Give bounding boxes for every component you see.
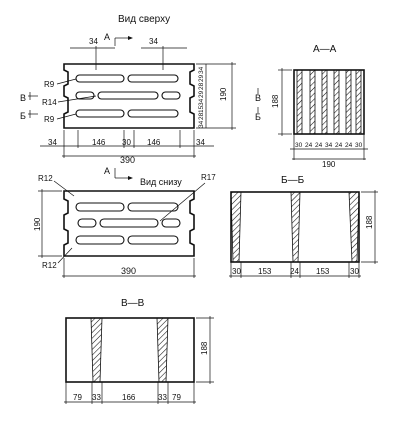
dim-aa-3: 24 [315, 142, 323, 149]
dim-side-3: 28 [198, 82, 205, 90]
section-aa-body [293, 69, 365, 135]
section-arrow-top-a: А [104, 32, 133, 46]
dim-vv-4: 33 [158, 393, 167, 402]
section-mark-a-bottom: А [104, 166, 110, 176]
dim-top-190: 190 [219, 87, 228, 101]
radius-r17: R17 [201, 173, 216, 182]
vv-bottom-dims: 79 33 166 33 79 [73, 393, 181, 402]
dim-bb-4: 153 [316, 267, 330, 276]
top-view: Вид сверху А 34 34 R9 R14 [20, 14, 236, 165]
dim-aa-4: 34 [325, 142, 333, 149]
dim-side-4: 29 [198, 90, 205, 98]
dim-vv-5: 79 [172, 393, 181, 402]
dim-bb-2: 153 [258, 267, 272, 276]
radius-r12-bottom: R12 [42, 261, 57, 270]
dim-vv-3: 166 [122, 393, 136, 402]
dim-side-2: 29 [198, 74, 205, 82]
dim-vv-1: 79 [73, 393, 82, 402]
dim-top-34-left: 34 [89, 37, 98, 46]
section-aa-title: А—А [313, 44, 337, 55]
dim-side-8: 34 [198, 120, 205, 128]
dim-aa-1: 30 [295, 142, 303, 149]
dim-bb-1: 30 [232, 267, 241, 276]
dim-aa-2: 24 [305, 142, 313, 149]
radius-r9-top: R9 [44, 80, 55, 89]
top-view-slots [75, 74, 181, 118]
dim-bb-188: 188 [365, 215, 374, 229]
top-side-dims: 34 29 28 29 34 15 28 34 [198, 66, 205, 128]
dim-bottom-190: 190 [33, 217, 42, 231]
dim-bottom-146-right: 146 [147, 138, 161, 147]
section-mark-b-right: Б [255, 112, 261, 122]
section-arrow-v-left: В [20, 92, 38, 103]
dim-bottom-146-left: 146 [92, 138, 106, 147]
section-mark-b-left: Б [20, 111, 26, 121]
bb-bottom-dims: 30 153 24 153 30 [232, 267, 359, 276]
dim-side-5: 34 [198, 98, 205, 106]
section-aa: А—А 188 В Б 30 24 24 34 24 24 30 190 [255, 44, 368, 169]
bottom-view-block [63, 190, 195, 257]
dim-bottom-390: 390 [121, 266, 136, 276]
dim-aa-190: 190 [322, 160, 336, 169]
bottom-view: А Вид снизу R12 R17 R12 190 390 [33, 166, 216, 278]
dim-side-7: 28 [198, 112, 205, 120]
section-vv-title: В—В [121, 298, 145, 309]
dim-aa-7: 30 [355, 142, 363, 149]
dim-vv-2: 33 [92, 393, 101, 402]
dim-bb-3: 24 [290, 267, 299, 276]
section-arrow-b-left: Б [20, 110, 38, 121]
section-mark-v-left: В [20, 93, 26, 103]
dim-top-34-right: 34 [149, 37, 158, 46]
radius-r9-bottom: R9 [44, 115, 55, 124]
dim-bottom-34-right: 34 [196, 138, 205, 147]
aa-bottom-dims: 30 24 24 34 24 24 30 [295, 142, 363, 149]
top-view-block [63, 63, 195, 129]
section-vv-body [65, 317, 195, 383]
section-mark-v-right: В [255, 93, 261, 103]
top-view-title: Вид сверху [118, 14, 170, 25]
bottom-view-slots [75, 202, 181, 245]
dim-aa-6: 24 [345, 142, 353, 149]
radius-r12-top: R12 [38, 174, 53, 183]
dim-top-390: 390 [120, 155, 135, 165]
dim-aa-5: 24 [335, 142, 343, 149]
dim-bottom-34-left: 34 [48, 138, 57, 147]
section-vv: В—В 188 79 33 166 33 79 [64, 298, 214, 404]
dim-bb-5: 30 [350, 267, 359, 276]
dim-side-1: 34 [198, 66, 205, 74]
bottom-view-title: Вид снизу [140, 177, 182, 187]
dim-side-6: 15 [198, 105, 205, 113]
dim-vv-188: 188 [200, 341, 209, 355]
section-mark-a-top: А [104, 32, 110, 42]
section-bb-title: Б—Б [281, 175, 305, 186]
radius-r14: R14 [42, 98, 57, 107]
dim-aa-188: 188 [271, 94, 280, 108]
section-bb: Б—Б 188 30 153 24 153 30 [229, 175, 378, 278]
dim-bottom-30: 30 [122, 138, 131, 147]
section-arrow-bottom-a: А [104, 166, 133, 180]
